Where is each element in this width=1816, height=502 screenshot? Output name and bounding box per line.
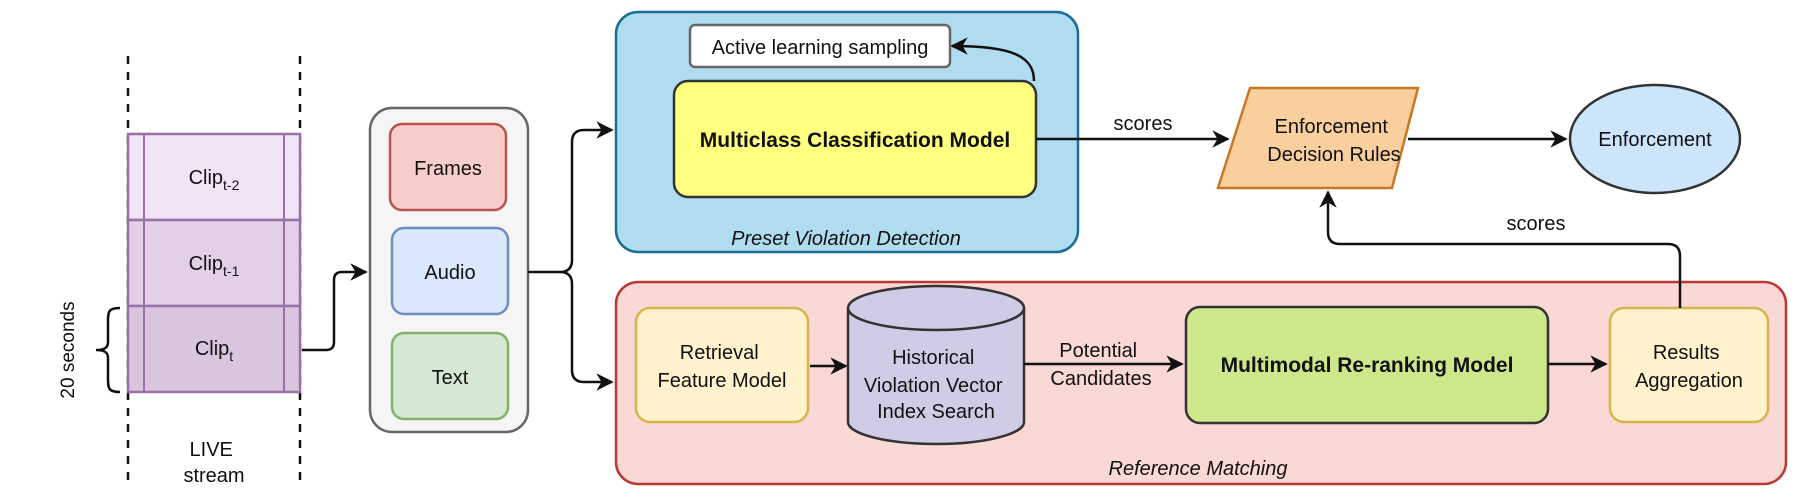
aggregation-label: Results Aggregation [1635,342,1743,392]
clip-t-1-box [126,218,302,308]
decision-rules-label: Enforcement Decision Rules [1267,116,1400,166]
modalities-group: Frames Audio Text [368,106,530,434]
classifier-scores-label: scores [1114,113,1173,135]
reference-group-label: Reference Matching [1109,458,1288,480]
active-learning-label: Active learning sampling [712,37,929,59]
aggregation-scores-label: scores [1507,213,1566,235]
preset-violation-detection-group: Active learning sampling Multiclass Clas… [614,10,1080,254]
arrow-modalities-to-preset [528,121,614,274]
enforcement-group: Enforcement Decision Rules Enforcement [1216,83,1742,195]
decision-rules-shape [1216,86,1420,190]
index-search-label: Historical Violation Vector Index Search [864,347,1008,423]
enforcement-label: Enforcement [1598,129,1712,151]
clip-t-2-box [126,132,302,222]
index-search-cylinder: Historical Violation Vector Index Search [846,284,1026,446]
clip-t-2-label: Clipt-2 [189,167,240,193]
live-stream: Clipt-2 Clipt-1 Clipt 20 seconds LIVE st… [58,56,302,487]
frames-label: Frames [414,158,482,180]
preset-group-label: Preset Violation Detection [731,228,961,250]
text-box [390,331,510,421]
frames-box [388,122,508,212]
audio-label: Audio [424,262,475,284]
clip-t-box [126,304,302,394]
classifier-label: Multiclass Classification Model [700,129,1010,152]
clip-t-1-label: Clipt-1 [189,253,240,279]
clip-t-1: Clipt-1 [126,218,302,308]
reference-matching-group: Retrieval Feature Model Historical Viola… [614,280,1788,486]
retrieval-box [634,306,810,424]
live-stream-label: LIVE stream [183,439,244,487]
text-label: Text [432,367,469,389]
clip-t-label: Clipt [195,338,233,364]
aggregation-box [1608,306,1770,424]
candidates-label: Potential Candidates [1050,340,1151,390]
arrow-modalities-to-reference [559,270,614,391]
enforcement-node [1568,83,1742,195]
arrow-stream-to-modalities [302,263,368,352]
clip-t: Clipt [126,304,302,394]
retrieval-label: Retrieval Feature Model [658,342,787,392]
active-learning-box [688,23,952,69]
arrow-classifier-to-active-learning [950,37,1036,82]
arrow-aggregation-to-rules [1319,190,1682,308]
reranker-label: Multimodal Re-ranking Model [1221,354,1514,377]
duration-brace [95,306,121,394]
index-cylinder-top [846,284,1026,332]
clip-t-2: Clipt-2 [126,132,302,222]
index-cylinder-body [846,308,1026,446]
duration-label: 20 seconds [58,301,79,398]
audio-box [390,226,510,316]
